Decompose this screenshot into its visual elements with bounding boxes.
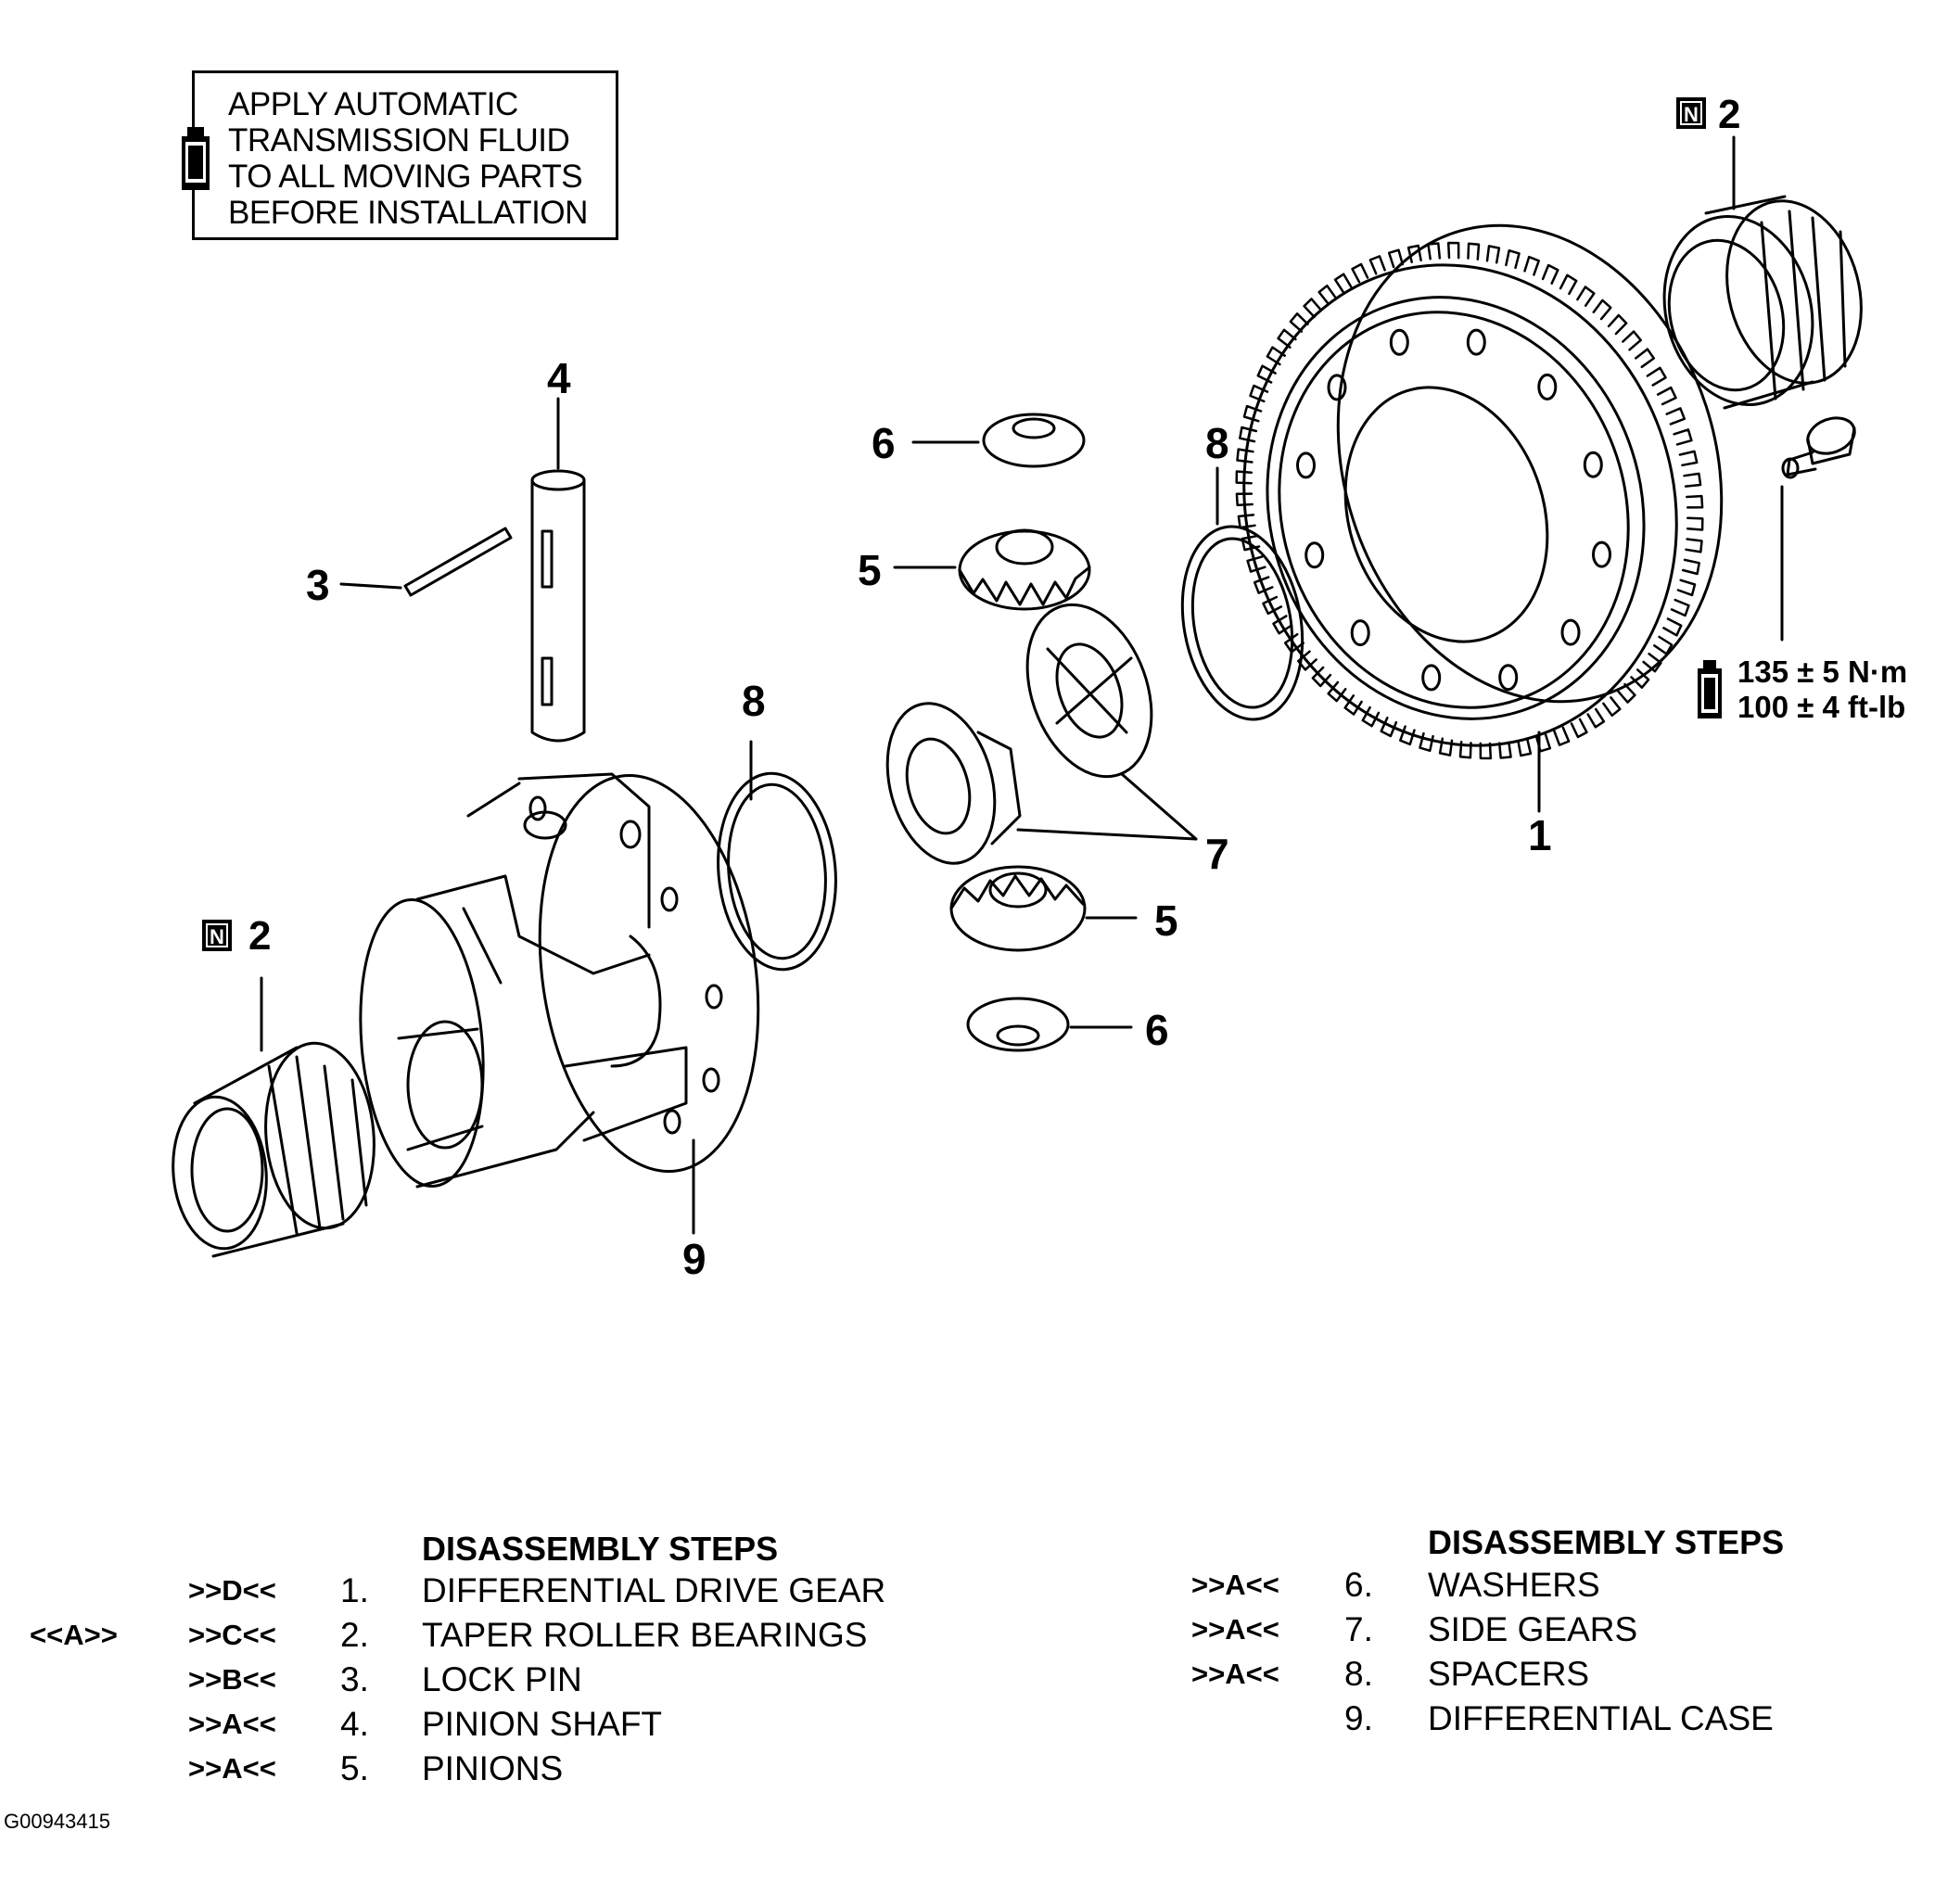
step-name: SIDE GEARS (1428, 1610, 1638, 1648)
step-code: >>A<< (1191, 1658, 1279, 1690)
torque-spec: 135 ± 5 N·m 100 ± 4 ft-lb (1737, 655, 1908, 724)
step-name: DIFFERENTIAL DRIVE GEAR (422, 1571, 886, 1609)
callout-5-bottom: 5 (1154, 896, 1178, 945)
step-name: DIFFERENTIAL CASE (1428, 1699, 1774, 1737)
step-number: 7. (1344, 1610, 1373, 1648)
callout-7: 7 (1205, 830, 1229, 878)
callout-5-top: 5 (858, 546, 882, 594)
step-number: 3. (340, 1660, 369, 1698)
atf-note-text: APPLY AUTOMATIC TRANSMISSION FLUID TO AL… (228, 86, 588, 231)
callout-9: 9 (682, 1235, 706, 1283)
bolt-hole (1466, 328, 1486, 356)
bearing-right (1662, 195, 1863, 410)
pinion-bottom (949, 865, 1138, 952)
callout-8-left: 8 (742, 677, 766, 725)
step-code: >>B<< (188, 1663, 276, 1696)
side-gear-upper (1025, 603, 1153, 779)
bolt-hole (1421, 664, 1442, 692)
step-code: >>C<< (188, 1619, 276, 1651)
callout-2-left: 2 (248, 913, 272, 959)
bolt-hole (1560, 618, 1581, 646)
step-name: WASHERS (1428, 1566, 1600, 1604)
bolt-hole (1537, 373, 1558, 400)
callout-4: 4 (547, 354, 571, 402)
bolt-hole (1583, 451, 1603, 478)
nonreusable-badge-right: N (1676, 97, 1706, 129)
step-number: 4. (340, 1705, 369, 1743)
step-name: PINION SHAFT (422, 1705, 663, 1743)
figure-id: G00943415 (4, 1810, 110, 1833)
step-code: >>D<< (188, 1574, 276, 1607)
callout-3: 3 (306, 561, 330, 609)
side-gear-lower (885, 702, 1022, 865)
lock-pin (339, 527, 513, 597)
callout-6-bottom: 6 (1145, 1006, 1169, 1054)
step-name: PINIONS (422, 1749, 564, 1787)
bolt-hole (1592, 540, 1611, 568)
pinion-top (893, 528, 1091, 611)
step-pre-code: <<A>> (30, 1619, 118, 1651)
callout-1: 1 (1528, 811, 1552, 859)
step-code: >>A<< (1191, 1613, 1279, 1646)
spacer-left (717, 740, 837, 972)
steps-title-left: DISASSEMBLY STEPS (422, 1530, 779, 1568)
callout-6-top: 6 (872, 419, 896, 467)
gear-bolt (1780, 416, 1856, 642)
step-number: 5. (340, 1749, 369, 1787)
callout-2-right: 2 (1718, 92, 1741, 137)
bolt-hole (1498, 664, 1519, 692)
washer-bottom (966, 997, 1133, 1052)
differential-case (359, 772, 760, 1235)
bolt-hole (1305, 541, 1325, 569)
bolt-hole (1327, 374, 1347, 401)
step-name: TAPER ROLLER BEARINGS (422, 1616, 868, 1654)
step-number: 2. (340, 1616, 369, 1654)
nonreusable-badge-left: N (202, 920, 232, 951)
gear-teeth (1235, 241, 1704, 760)
bolt-hole (1296, 451, 1316, 479)
step-code: >>A<< (1191, 1569, 1279, 1601)
bearing-left (172, 976, 375, 1258)
callout-7-leader (1016, 772, 1198, 841)
steps-title-right: DISASSEMBLY STEPS (1428, 1523, 1785, 1561)
step-number: 9. (1344, 1699, 1373, 1737)
pinion-shaft (530, 397, 586, 743)
step-name: LOCK PIN (422, 1660, 582, 1698)
oil-can-icon (182, 127, 210, 190)
step-name: SPACERS (1428, 1655, 1590, 1693)
atf-note-box: APPLY AUTOMATIC TRANSMISSION FLUID TO AL… (182, 70, 618, 240)
step-code: >>A<< (188, 1708, 276, 1740)
spacer-right (1180, 466, 1305, 721)
drive-gear (1235, 223, 1724, 760)
step-number: 8. (1344, 1655, 1373, 1693)
oil-can-icon (1698, 660, 1722, 718)
step-code: >>A<< (188, 1752, 276, 1785)
step-number: 6. (1344, 1566, 1373, 1604)
bolt-hole (1389, 328, 1409, 356)
callout-8-right: 8 (1205, 419, 1229, 467)
step-number: 1. (340, 1571, 369, 1609)
bolt-hole (1350, 619, 1370, 647)
washer-top (911, 413, 1086, 468)
